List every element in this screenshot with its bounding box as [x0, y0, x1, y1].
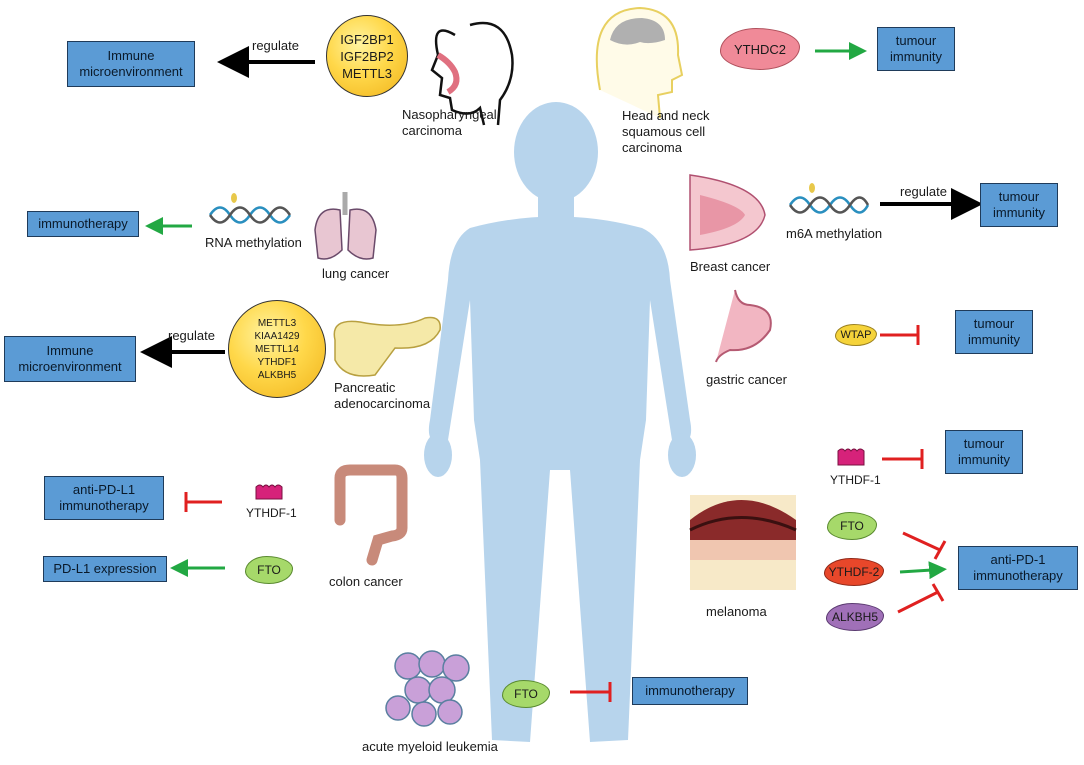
ythdf1-label-colon: YTHDF-1 [246, 506, 297, 520]
blood-cells-icon [385, 650, 470, 727]
skin-melanoma-icon [689, 495, 797, 590]
tumour-immunity-box-gastric: tumour immunity [955, 310, 1033, 354]
inhibit-ythdf1-antipdl1 [184, 492, 222, 512]
rna-methylation-label: RNA methylation [205, 235, 302, 250]
tumour-immunity-box-breast: tumour immunity [980, 183, 1058, 227]
npc-gene-circle: IGF2BP1 IGF2BP2 METTL3 [326, 15, 408, 97]
stomach-icon [715, 289, 772, 363]
ythdc2-protein: YTHDC2 [720, 28, 800, 70]
npc-label: Nasopharyngeal carcinoma [402, 107, 497, 138]
ythdf1-protein-icon-melanoma [837, 448, 865, 466]
arrow-ythdf2-antipd1 [899, 561, 947, 580]
rna-wave-icon-lung [208, 193, 292, 224]
fto-protein-aml: FTO [502, 680, 550, 708]
immune-microenvironment-box-top: Immune microenvironment [67, 41, 195, 87]
tumour-immunity-box-hnscc: tumour immunity [877, 27, 955, 71]
inhibit-ythdf1-tumour [882, 449, 924, 469]
immunotherapy-box-lung: immunotherapy [27, 211, 139, 237]
inhibit-fto-antipd1 [902, 531, 947, 560]
aml-label: acute myeloid leukemia [362, 739, 498, 754]
inhibit-alkbh5-antipd1 [897, 583, 945, 614]
hnscc-label: Head and neck squamous cell carcinoma [622, 108, 710, 155]
panc-gene-circle: METTL3 KIAA1429 METTL14 YTHDF1 ALKBH5 [228, 300, 326, 398]
pancreas-icon [333, 316, 441, 377]
regulate-label-breast: regulate [900, 184, 947, 199]
lungs-icon [314, 192, 377, 260]
immunotherapy-box-aml: immunotherapy [632, 677, 748, 705]
inhibit-wtap-tumour [880, 325, 920, 345]
colon-cancer-label: colon cancer [329, 574, 403, 589]
regulate-label-npc: regulate [252, 38, 299, 53]
anti-pdl1-immunotherapy-box: anti-PD-L1 immunotherapy [44, 476, 164, 520]
fto-protein-colon: FTO [245, 556, 293, 584]
lung-cancer-label: lung cancer [322, 266, 390, 281]
ythdf1-label-melanoma: YTHDF-1 [830, 473, 881, 487]
gastric-cancer-label: gastric cancer [706, 372, 787, 387]
breast-icon [689, 174, 766, 251]
tumour-immunity-box-melanoma: tumour immunity [945, 430, 1023, 474]
pdl1-expression-box: PD-L1 expression [43, 556, 167, 582]
breast-cancer-label: Breast cancer [690, 259, 771, 274]
ythdf1-protein-icon-colon [255, 484, 283, 500]
inhibit-fto-aml [570, 682, 612, 702]
fto-protein-melanoma: FTO [827, 512, 877, 540]
hnscc-head-icon [595, 6, 684, 119]
m6a-methylation-label: m6A methylation [786, 226, 883, 241]
anti-pd1-immunotherapy-box: anti-PD-1 immunotherapy [958, 546, 1078, 590]
rna-wave-icon-breast [788, 183, 870, 214]
head-profile-icon [430, 21, 514, 126]
wtap-protein: WTAP [835, 324, 877, 346]
melanoma-label: melanoma [706, 604, 767, 619]
immune-microenvironment-box-panc: Immune microenvironment [4, 336, 136, 382]
ythdf2-protein: YTHDF-2 [824, 558, 884, 586]
regulate-label-panc: regulate [168, 328, 215, 343]
pancreatic-label: Pancreatic adenocarcinoma [334, 380, 431, 411]
human-body-silhouette [424, 102, 696, 742]
alkbh5-protein: ALKBH5 [826, 603, 884, 631]
colon-icon [334, 464, 408, 566]
